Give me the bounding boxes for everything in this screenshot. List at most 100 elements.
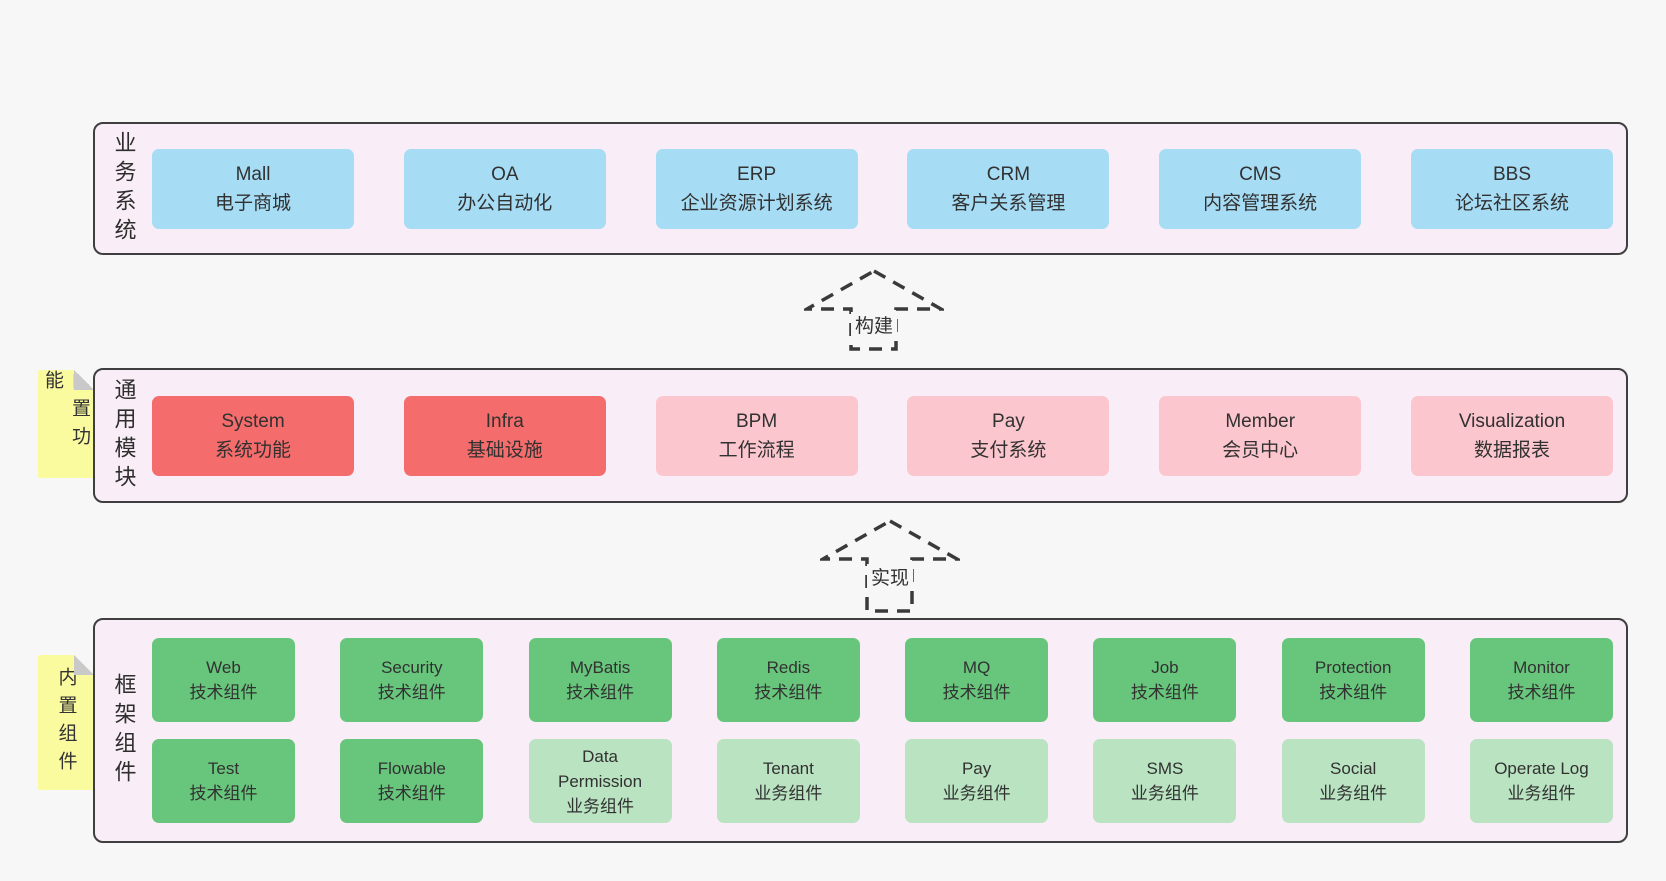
box-mall: Mall 电子商城	[152, 148, 354, 229]
box-subtitle: 支付系统	[970, 439, 1047, 461]
sticky-note-builtin-components: 内置组件	[38, 655, 94, 790]
box-title: CMS	[1239, 163, 1282, 185]
box-title: Flowable	[377, 759, 446, 778]
layer-label: 框架组件	[95, 620, 152, 841]
box-title: Data Permission	[558, 746, 643, 791]
box-title: MQ	[962, 658, 991, 677]
box-subtitle: 业务组件	[1130, 784, 1199, 803]
box-title: OA	[491, 163, 519, 185]
box-pay: Pay 支付系统	[907, 395, 1110, 476]
box-system: System 系统功能	[152, 395, 354, 476]
arrow-label-bg	[851, 312, 897, 339]
box-web: Web 技术组件	[152, 638, 295, 722]
box-social: Social 业务组件	[1281, 739, 1425, 823]
box-mq: MQ 技术组件	[905, 638, 1049, 722]
layer-label: 业务系统	[95, 124, 152, 253]
box-subtitle: 技术组件	[566, 683, 635, 702]
layer-common-modules: 通用模块 System 系统功能 Infra 基础设施 BPM 工作流程 Pay 支付系统 Me…	[93, 368, 1628, 503]
box-title: System	[221, 410, 285, 432]
box-subtitle: 业务组件	[754, 784, 823, 803]
box-title: BBS	[1492, 163, 1531, 185]
box-title: Mall	[235, 163, 271, 185]
box-subtitle: 内容管理系统	[1203, 192, 1318, 214]
note-label: 内置功能	[42, 370, 90, 454]
box-subtitle: 技术组件	[1130, 683, 1199, 702]
box-subtitle: 论坛社区系统	[1454, 192, 1569, 214]
box-title: ERP	[737, 163, 777, 185]
box-subtitle: 技术组件	[189, 683, 258, 702]
box-member: Member 会员中心	[1159, 395, 1362, 476]
box-title: Monitor	[1513, 658, 1570, 677]
box-subtitle: 基础设施	[466, 439, 543, 461]
layer-label-text: 通用模块	[111, 377, 137, 494]
box-title: Tenant	[762, 759, 814, 778]
box-oa: OA 办公自动化	[403, 148, 606, 229]
implement-arrow: 实现	[820, 518, 960, 613]
note-label: 内置组件	[55, 666, 77, 779]
box-title: Infra	[485, 410, 524, 432]
box-title: Test	[207, 759, 240, 778]
box-title: MyBatis	[569, 658, 631, 677]
box-subtitle: 系统功能	[214, 439, 291, 461]
box-subtitle: 业务组件	[1319, 784, 1388, 803]
box-subtitle: 技术组件	[189, 784, 258, 803]
box-title: Protection	[1314, 658, 1392, 677]
box-title: Web	[206, 658, 241, 677]
sticky-note-builtin-features: 内置功能	[38, 370, 94, 478]
box-crm: CRM 客户关系管理	[907, 148, 1110, 229]
box-sms: SMS 业务组件	[1093, 739, 1237, 823]
box-subtitle: 办公自动化	[457, 192, 553, 214]
box-title: Job	[1151, 658, 1179, 677]
arrow-outline	[804, 268, 944, 351]
box-title: Pay	[961, 759, 992, 778]
box-title: Visualization	[1458, 410, 1566, 432]
box-redis: Redis 技术组件	[716, 638, 860, 722]
box-title: Member	[1225, 410, 1296, 432]
box-subtitle: 业务组件	[566, 796, 635, 816]
box-subtitle: 技术组件	[377, 683, 446, 702]
box-job: Job 技术组件	[1093, 638, 1237, 722]
box-title: Pay	[992, 410, 1025, 432]
component-row: System 系统功能 Infra 基础设施 BPM 工作流程 Pay 支付系统 Member 会…	[152, 395, 1613, 476]
box-title: Social	[1330, 759, 1377, 778]
box-subtitle: 会员中心	[1222, 439, 1299, 461]
box-data-permission: Data Permission 业务组件	[528, 739, 672, 823]
layer-label-text: 业务系统	[111, 130, 137, 247]
box-cms: CMS 内容管理系统	[1159, 148, 1362, 229]
box-subtitle: 技术组件	[754, 683, 823, 702]
box-subtitle: 工作流程	[718, 439, 795, 461]
box-infra: Infra 基础设施	[403, 395, 606, 476]
box-title: Security	[381, 658, 443, 677]
box-title: Operate Log	[1494, 759, 1589, 778]
layer-content: System 系统功能 Infra 基础设施 BPM 工作流程 Pay 支付系统 Member 会…	[152, 370, 1613, 501]
box-protection: Protection 技术组件	[1281, 638, 1425, 722]
box-subtitle: 电子商城	[214, 192, 291, 214]
box-bbs: BBS 论坛社区系统	[1410, 148, 1613, 229]
box-subtitle: 技术组件	[1319, 683, 1388, 702]
box-test: Test 技术组件	[152, 739, 295, 823]
box-title: SMS	[1146, 759, 1184, 778]
arrow-label-bg	[867, 564, 913, 591]
box-title: BPM	[736, 410, 778, 432]
box-monitor: Monitor 技术组件	[1469, 638, 1613, 722]
box-title: Redis	[766, 658, 811, 677]
build-arrow: 构建	[804, 268, 944, 351]
box-subtitle: 技术组件	[1507, 683, 1576, 702]
box-security: Security 技术组件	[340, 638, 484, 722]
box-title: CRM	[986, 163, 1031, 185]
box-subtitle: 技术组件	[942, 683, 1011, 702]
layer-label: 通用模块	[95, 370, 152, 501]
arrow-label: 实现	[871, 567, 909, 589]
box-subtitle: 客户关系管理	[951, 192, 1066, 214]
